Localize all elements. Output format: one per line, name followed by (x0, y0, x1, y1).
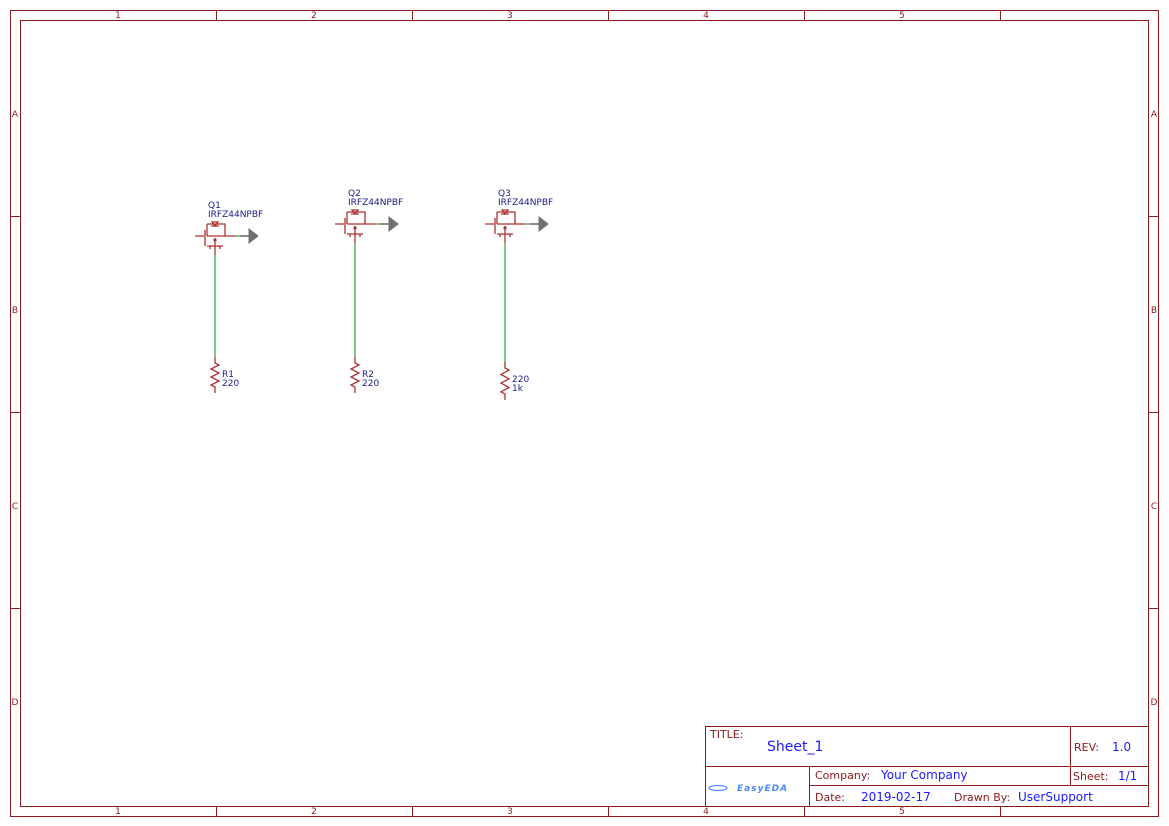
company-label: Company: (815, 769, 870, 782)
column-label: 5 (899, 11, 905, 21)
date-label: Date: (815, 791, 845, 804)
row-label: D (12, 698, 19, 708)
title-block: TITLE: Sheet_1 REV: 1.0 Company: Your Co… (705, 726, 1149, 807)
resistor-value: 1k (512, 384, 524, 394)
column-label: 1 (115, 807, 121, 817)
column-label: 2 (311, 11, 317, 21)
drawn-by-label: Drawn By: (954, 791, 1010, 804)
ground-icon (388, 215, 399, 233)
row-label: B (12, 306, 18, 316)
column-label: 4 (703, 11, 709, 21)
components: Q1IRFZ44NPBFQ2IRFZ44NPBFQ3IRFZ44NPBFR122… (195, 189, 553, 400)
company-value: Your Company (880, 768, 968, 782)
row-label: A (1151, 110, 1158, 120)
mosfet-symbol (335, 209, 375, 243)
column-label: 3 (507, 11, 513, 21)
column-label: 1 (115, 11, 121, 21)
mosfet-value: IRFZ44NPBF (348, 198, 403, 208)
easyeda-logo: EasyEDA (708, 784, 788, 794)
column-label: 5 (899, 807, 905, 817)
mosfet-ref: Q3 (498, 189, 511, 199)
date-value: 2019-02-17 (861, 790, 931, 804)
ground-icon (248, 227, 259, 245)
resistor-ref: R1 (222, 370, 234, 380)
resistor-ref: R2 (362, 370, 374, 380)
column-label: 4 (703, 807, 709, 817)
drawn-by-value: UserSupport (1018, 790, 1093, 804)
resistor-value: 220 (222, 379, 239, 389)
frame-ticks (10, 10, 1158, 816)
sheet-label: Sheet: (1073, 770, 1109, 783)
sheet-title: Sheet_1 (767, 739, 823, 755)
mosfet-value: IRFZ44NPBF (208, 210, 263, 220)
inner-frame (20, 20, 1149, 807)
ground-icon (538, 215, 549, 233)
rev-label: REV: (1074, 741, 1099, 754)
mosfet-ref: Q1 (208, 201, 221, 211)
outer-frame (10, 10, 1159, 817)
column-label: 3 (507, 807, 513, 817)
row-label: C (1151, 502, 1157, 512)
row-label: C (12, 502, 18, 512)
mosfet-ref: Q2 (348, 189, 361, 199)
row-label: B (1151, 306, 1157, 316)
resistor-ref: 220 (512, 375, 529, 385)
resistor-value: 220 (362, 379, 379, 389)
title-label: TITLE: (709, 728, 743, 741)
svg-text:EasyEDA: EasyEDA (737, 784, 788, 794)
rev-value: 1.0 (1112, 740, 1131, 754)
mosfet-value: IRFZ44NPBF (498, 198, 553, 208)
row-label: A (12, 110, 19, 120)
sheet-value: 1/1 (1118, 769, 1137, 783)
row-label: D (1151, 698, 1158, 708)
mosfet-symbol (195, 221, 235, 255)
column-label: 2 (311, 807, 317, 817)
mosfet-symbol (485, 209, 525, 243)
